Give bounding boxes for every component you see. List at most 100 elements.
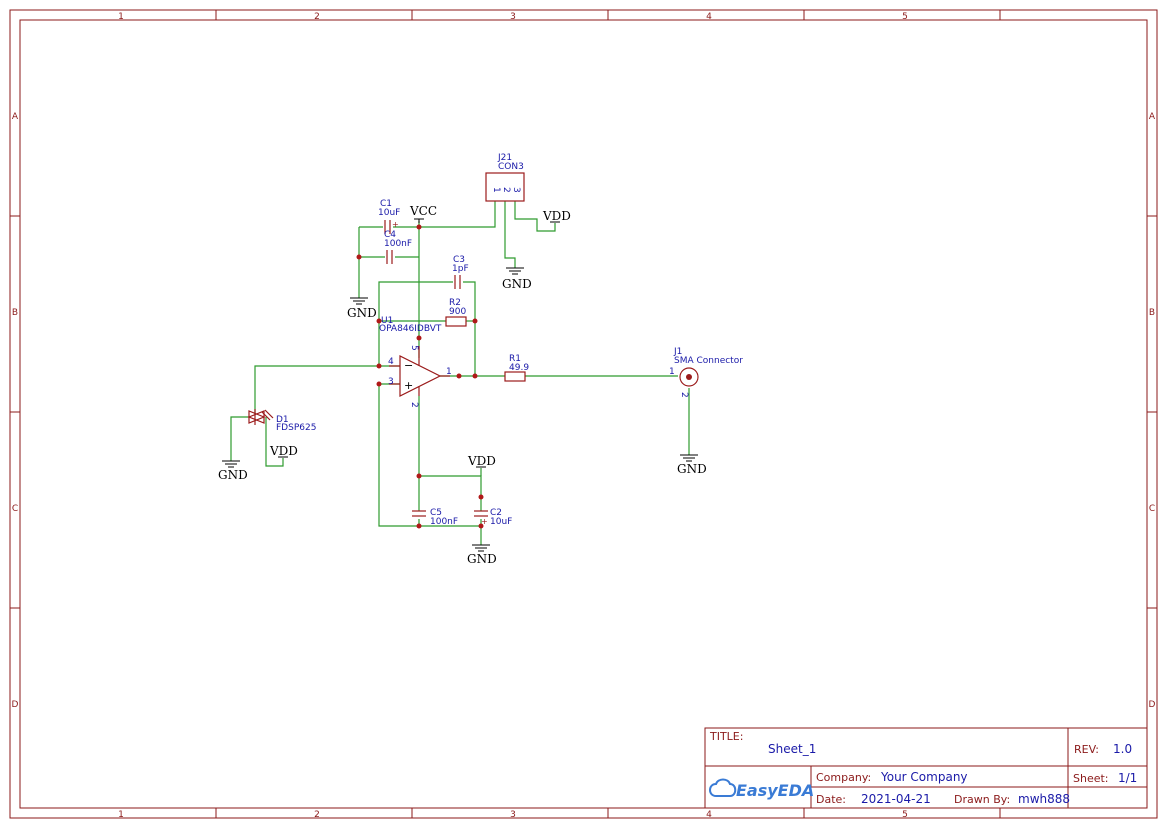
power-vdd: VDD — [467, 454, 496, 468]
opamp-u1[interactable]: − + U1 OPA846IDBVT 4 3 1 5 2 — [379, 316, 452, 408]
svg-text:+: + — [404, 379, 413, 392]
date-label: Date: — [816, 793, 846, 806]
frame-row-labels: A B C D A B C D — [12, 112, 1156, 710]
row-label-left: B — [12, 308, 18, 318]
d1-value: FDSP625 — [276, 423, 316, 433]
gnd-label: GND — [347, 306, 377, 320]
u1-pin-5: 5 — [409, 345, 419, 351]
capacitor-c3[interactable]: C3 1pF — [452, 255, 469, 289]
sheet-title: Sheet_1 — [768, 742, 816, 756]
col-label-top: 5 — [902, 12, 908, 22]
j21-pin-3: 3 — [511, 187, 521, 193]
vdd-label: VDD — [467, 454, 496, 468]
j21-ref: J21 — [497, 153, 512, 163]
row-label-left: D — [12, 700, 19, 710]
row-label-right: B — [1149, 308, 1155, 318]
r2-value: 900 — [449, 307, 466, 317]
u1-pin-3: 3 — [388, 377, 394, 387]
c5-ref: C5 — [430, 508, 442, 518]
r1-ref: R1 — [509, 354, 521, 364]
j1-value: SMA Connector — [674, 356, 743, 366]
row-label-right: A — [1149, 112, 1156, 122]
gnd-label: GND — [467, 552, 497, 566]
row-label-right: C — [1149, 504, 1155, 514]
u1-pin-1: 1 — [446, 367, 452, 377]
ground-symbol: GND — [347, 297, 377, 320]
junctions — [356, 224, 484, 529]
sheet-frame — [9, 9, 1158, 819]
c5-value: 100nF — [430, 517, 458, 527]
sma-connector-j1[interactable]: J1 SMA Connector 1 2 — [669, 347, 743, 398]
logo-text: EasyEDA — [736, 781, 814, 800]
power-vdd: VDD — [269, 444, 298, 458]
u1-pin-4: 4 — [388, 357, 394, 367]
col-label-top: 1 — [118, 12, 124, 22]
col-label-bottom: 2 — [314, 810, 320, 820]
gnd-label: GND — [218, 468, 248, 482]
col-label-bottom: 5 — [902, 810, 908, 820]
j1-pin-1: 1 — [669, 367, 675, 377]
resistor-r1[interactable]: R1 49.9 — [504, 354, 529, 382]
sheet-label: Sheet: — [1073, 772, 1109, 785]
date-value: 2021-04-21 — [861, 792, 931, 806]
drawn-by-label: Drawn By: — [954, 793, 1010, 806]
u1-ref: U1 — [381, 316, 393, 326]
col-label-bottom: 4 — [706, 810, 712, 820]
drawn-by-value: mwh888 — [1018, 792, 1070, 806]
power-vcc: VCC — [409, 204, 437, 223]
c3-value: 1pF — [452, 264, 469, 274]
col-label-bottom: 1 — [118, 810, 124, 820]
col-label-top: 4 — [706, 12, 712, 22]
title-block: TITLE: Sheet_1 REV: 1.0 EasyEDA Company:… — [704, 727, 1148, 809]
ground-symbol: GND — [218, 460, 248, 482]
ground-symbol: GND — [467, 544, 497, 566]
easyeda-logo: EasyEDA — [709, 778, 814, 800]
j21-value: CON3 — [498, 162, 524, 172]
d1-ref: D1 — [276, 415, 289, 425]
capacitor-c1[interactable]: + C1 10uF — [378, 199, 400, 234]
gnd-label: GND — [677, 462, 707, 476]
vdd-label: VDD — [269, 444, 298, 458]
col-label-bottom: 3 — [510, 810, 516, 820]
row-label-right: D — [1149, 700, 1156, 710]
c1-value: 10uF — [378, 208, 400, 218]
vdd-label: VDD — [542, 209, 571, 223]
row-label-left: C — [12, 504, 18, 514]
vcc-label: VCC — [409, 204, 437, 218]
r1-value: 49.9 — [509, 363, 529, 373]
j21-pin-2: 2 — [501, 187, 511, 193]
capacitor-c4[interactable]: C4 100nF — [384, 230, 412, 264]
row-label-left: A — [12, 112, 19, 122]
j1-ref: J1 — [673, 347, 682, 357]
company-value: Your Company — [880, 770, 968, 784]
c3-ref: C3 — [453, 255, 465, 265]
title-label: TITLE: — [709, 730, 743, 743]
power-vdd: VDD — [542, 209, 571, 223]
ground-symbol: GND — [677, 454, 707, 476]
col-label-top: 2 — [314, 12, 320, 22]
rev-label: REV: — [1074, 743, 1099, 756]
c1-ref: C1 — [380, 199, 392, 209]
capacitor-c2[interactable]: + C2 10uF — [474, 508, 512, 527]
c2-ref: C2 — [490, 508, 502, 518]
wires — [230, 201, 690, 545]
gnd-label: GND — [502, 277, 532, 291]
u1-value: OPA846IDBVT — [379, 324, 442, 334]
c4-ref: C4 — [384, 230, 396, 240]
company-label: Company: — [816, 771, 871, 784]
c4-value: 100nF — [384, 239, 412, 249]
capacitor-c5[interactable]: C5 100nF — [412, 508, 458, 527]
photodiode-d1[interactable]: D1 FDSP625 — [247, 409, 316, 433]
j21-pin-1: 1 — [491, 187, 501, 193]
connector-j21[interactable]: J21 CON3 1 2 3 — [485, 153, 525, 202]
ground-symbol: GND — [502, 267, 532, 291]
col-label-top: 3 — [510, 12, 516, 22]
c2-value: 10uF — [490, 517, 512, 527]
j1-pin-2: 2 — [679, 392, 689, 398]
rev-value: 1.0 — [1113, 742, 1132, 756]
u1-pin-2: 2 — [409, 402, 419, 408]
resistor-r2[interactable]: R2 900 — [445, 298, 467, 327]
svg-text:+: + — [392, 220, 399, 229]
frame-column-labels: 1 2 3 4 5 1 2 3 4 5 — [118, 12, 908, 820]
